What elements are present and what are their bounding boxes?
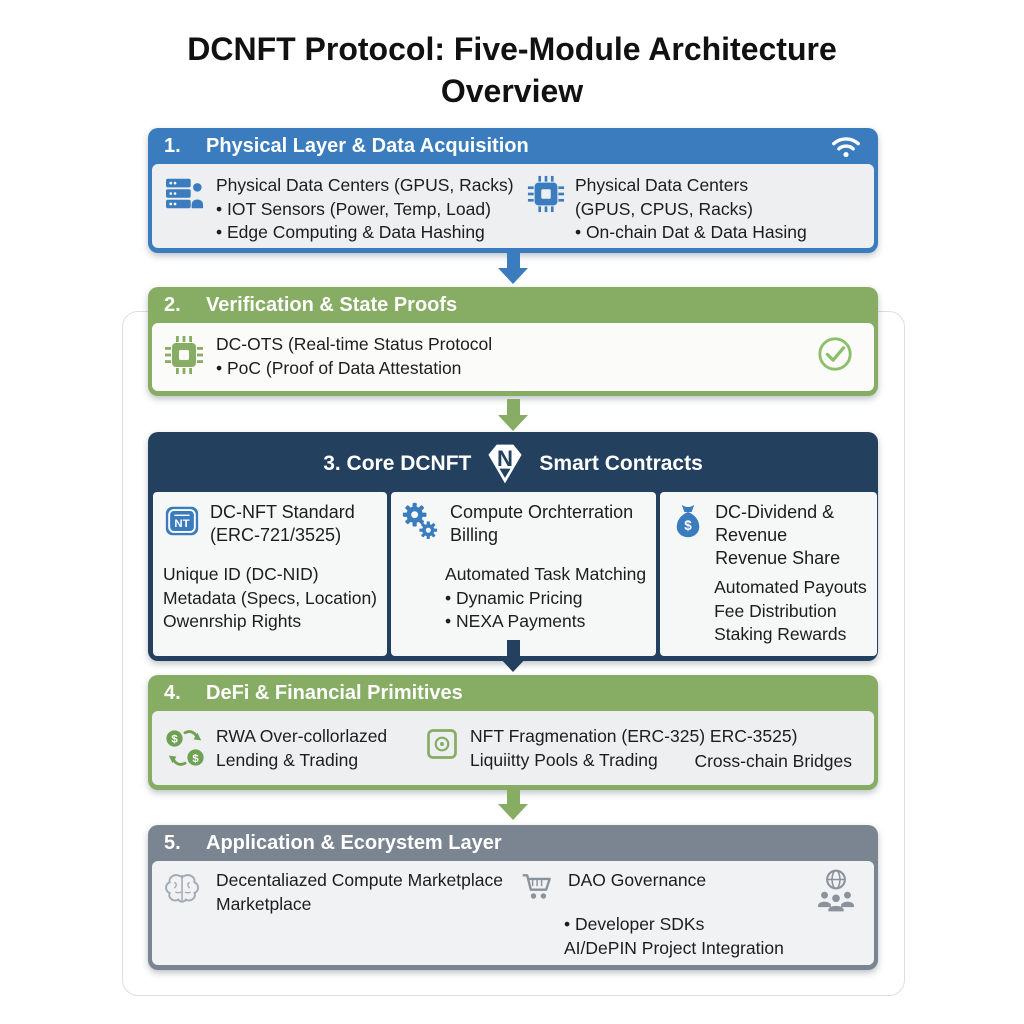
cart-icon [520,869,556,909]
module-5-number: 5. [164,831,181,854]
module-4-group2-line2: Liquiitty Pools & Trading [470,749,658,770]
module-1-body: Physical Data Centers (GPUS, Racks) • IO… [152,164,874,248]
brain-icon [162,869,204,915]
module-2-body: DC-OTS (Real-time Status Protocol • PoC … [152,323,874,391]
module-1-right-group: Physical Data Centers (GPUS, CPUS, Racks… [527,174,862,245]
module-2-line2: • PoC (Proof of Data Attestation [216,357,462,378]
module-4-title: DeFi & Financial Primitives [206,681,463,704]
globe-users-icon [812,867,860,920]
module-1-header: 1. Physical Layer & Data Acquisition [148,128,878,164]
wifi-icon [830,133,862,159]
vault-icon [424,725,460,767]
exchange-icon: $ $ [164,725,206,775]
card2-line1: Automated Task Matching [445,564,647,584]
dcnft-logo-icon: N [481,440,529,488]
card2-line3: • NEXA Payments [445,611,586,631]
module-5-group-dao: DAO Governance [520,869,706,909]
arrow-module2-to-module3 [498,399,528,431]
module-5-group-marketplace: Decentaliazed Compute Marketplace Market… [162,869,503,916]
page-title: DCNFT Protocol: Five-Module Architecture… [0,28,1024,112]
gears-icon [401,501,441,547]
module-3-card-compute: Compute Orchterration Billing Automated … [391,492,657,656]
module-5-sub-line2: AI/DePIN Project Integration [564,937,784,958]
module-5-group1-line2: Marketplace [216,893,312,914]
chip-icon-green [164,334,204,380]
svg-text:$: $ [684,518,692,533]
module-2-number: 2. [164,293,181,316]
card3-title-line1: DC-Dividend & Revenue [715,502,835,545]
card1-line1: Unique ID (DC-NID) [163,564,319,584]
module-4-group1-line2: Lending & Trading [216,749,359,770]
module-3-title-prefix: 3. Core DCNFT [323,452,472,475]
module-5-sub-line1: • Developer SDKs [564,914,705,934]
card3-line2: Fee Distribution [714,600,837,621]
module-3-title-suffix: Smart Contracts [539,452,703,475]
module-1-left-line2: • IOT Sensors (Power, Temp, Load) [216,198,491,219]
card2-title-line1: Compute Orchterration [450,502,634,522]
svg-text:$: $ [171,734,178,746]
module-3-core-contracts: 3. Core DCNFT N Smart Contracts [148,432,878,661]
svg-text:NT: NT [174,518,189,530]
arrow-module3-to-module4 [498,640,528,672]
module-3-header: 3. Core DCNFT N Smart Contracts [148,432,878,492]
module-2-header: 2. Verification & State Proofs [148,287,878,323]
module-1-right-line3: • On-chain Dat & Data Hasing [574,222,807,242]
money-bag-icon: $ [670,501,706,545]
card1-line2: Metadata (Specs, Location) [163,587,378,608]
module-1-right-line2: (GPUS, CPUS, Racks) [574,198,753,219]
module-4-group2-line1: NFT Fragmenation (ERC-325) ERC-3525) [470,726,798,746]
card2-line2: • Dynamic Pricing [445,587,583,608]
module-5-body: Decentaliazed Compute Marketplace Market… [152,861,874,965]
card2-title-line2: Billing [450,525,499,545]
module-5-title: Application & Ecorystem Layer [206,831,502,854]
module-4-body: $ $ RWA Over-collorlazed Lending & Tradi… [152,711,874,785]
card1-title-line1: DC-NFT Standard [210,502,355,522]
module-2-verification: 2. Verification & State Proofs [148,287,878,396]
card3-title-line2: Revenue Share [715,548,841,568]
module-4-group-nft-frag: NFT Fragmenation (ERC-325) ERC-3525) Liq… [424,725,797,775]
check-circle-icon [816,335,854,378]
module-4-defi: 4. DeFi & Financial Primitives $ $ [148,675,878,790]
module-2-title: Verification & State Proofs [206,293,458,316]
module-5-dev-block: • Developer SDKs AI/DePIN Project Integr… [564,913,784,960]
svg-text:N: N [497,446,513,471]
module-1-title: Physical Layer & Data Acquisition [206,134,529,157]
module-4-group-rwa: $ $ RWA Over-collorlazed Lending & Tradi… [164,725,414,775]
module-1-left-group: Physical Data Centers (GPUS, Racks) • IO… [164,174,527,245]
module-5-group1-line1: Decentaliazed Compute Marketplace [216,870,503,890]
card3-line3: Staking Rewards [714,624,847,644]
module-3-card-dividend: $ DC-Dividend & Revenue Revenue Share Au… [660,492,877,656]
server-rack-icon [164,174,206,218]
page-title-line2: Overview [440,73,584,109]
card1-line3: Owenrship Rights [163,611,302,631]
module-5-header: 5. Application & Ecorystem Layer [148,825,878,861]
module-1-physical-layer: 1. Physical Layer & Data Acquisition [148,128,878,253]
page-title-line1: DCNFT Protocol: Five-Module Architecture [187,31,837,67]
arrow-module1-to-module2 [498,252,528,284]
chip-icon [527,174,565,218]
nft-badge-icon: NT [163,501,201,545]
module-3-card-nft-standard: NT DC-NFT Standard (ERC-721/3525) Unique… [153,492,388,656]
module-5-dao-label: DAO Governance [568,870,707,890]
module-1-left-line1: Physical Data Centers (GPUS, Racks) [216,175,514,195]
module-1-number: 1. [164,134,181,157]
module-4-header: 4. DeFi & Financial Primitives [148,675,878,711]
module-5-application: 5. Application & Ecorystem Layer Decenta… [148,825,878,970]
module-4-number: 4. [164,681,181,704]
module-4-group1-line1: RWA Over-collorlazed [216,726,388,746]
module-1-left-line3: • Edge Computing & Data Hashing [216,222,485,242]
card1-title-line2: (ERC-721/3525) [210,525,342,545]
module-4-cross-chain: Cross-chain Bridges [694,751,852,771]
svg-text:$: $ [192,753,199,765]
module-1-right-line1: Physical Data Centers [574,175,749,195]
card3-line1: Automated Payouts [714,577,867,597]
module-2-line1: DC-OTS (Real-time Status Protocol [216,334,493,354]
arrow-module4-to-module5 [498,788,528,820]
